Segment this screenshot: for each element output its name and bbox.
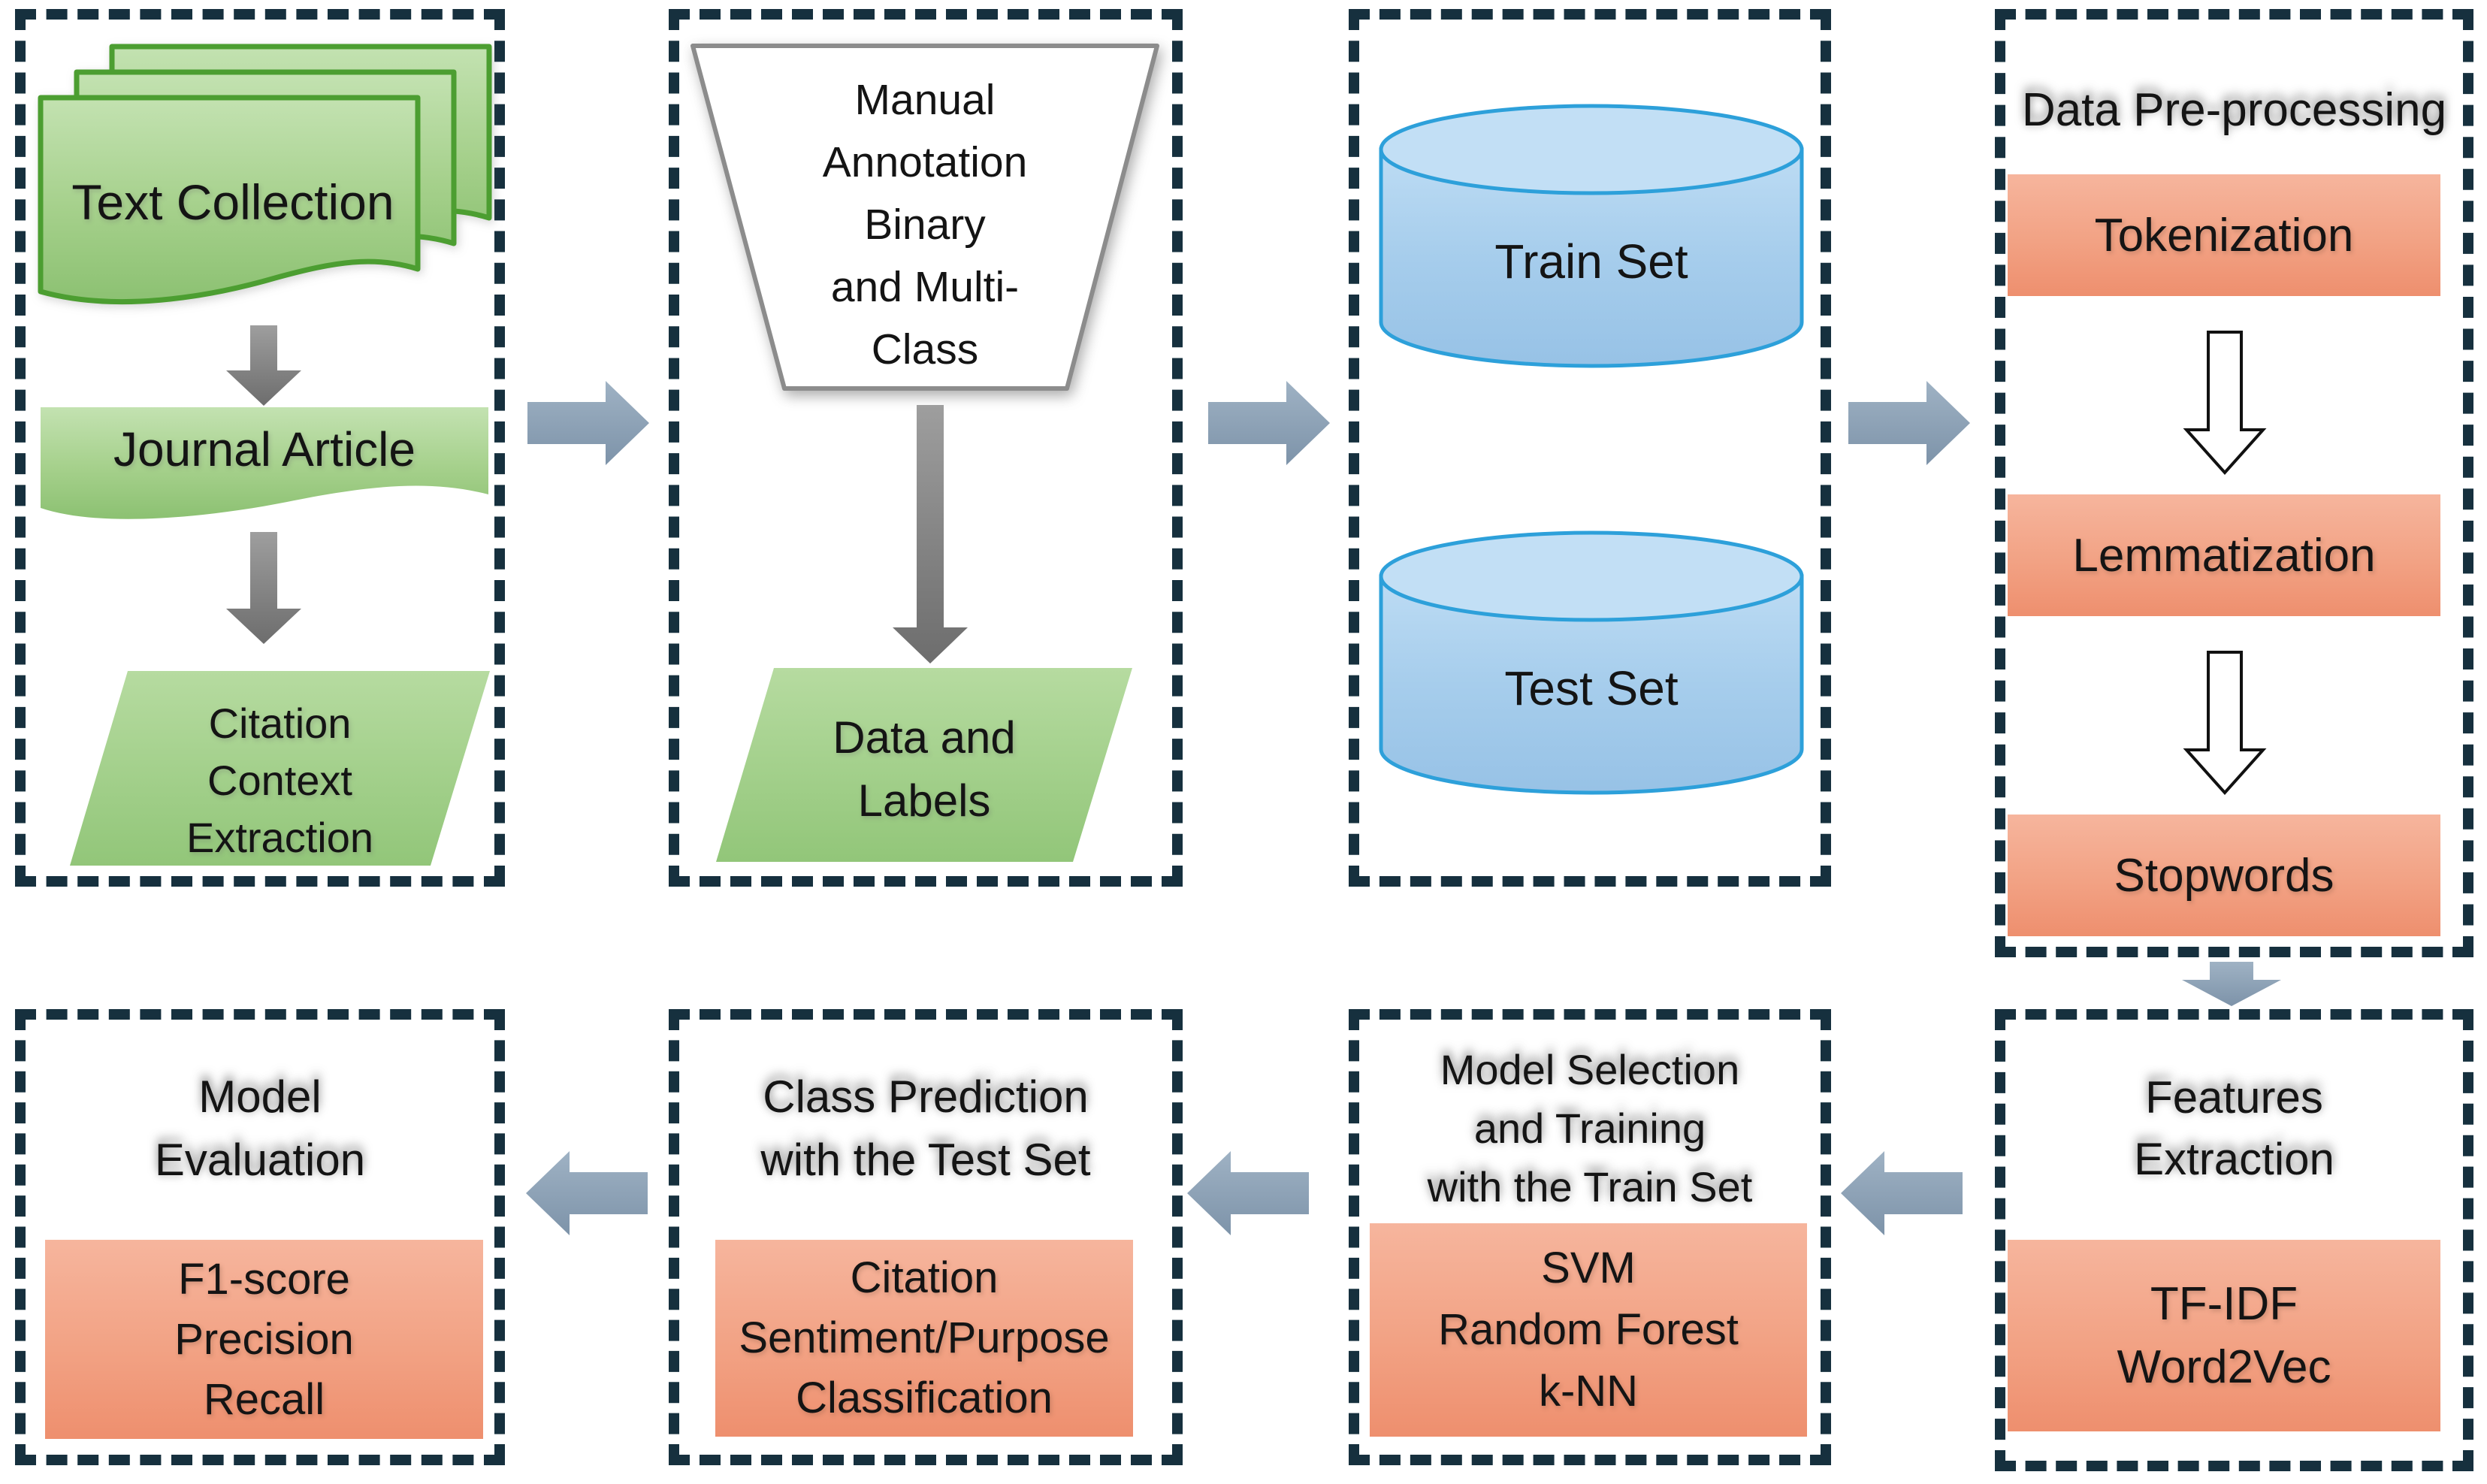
panel-model-evaluation <box>15 1009 505 1465</box>
data-labels-label: Data and Labels <box>833 712 1016 826</box>
flow-arrow-left-icon <box>526 1151 648 1235</box>
panel-model-training <box>1349 1009 1831 1465</box>
panel-text-collection <box>15 9 505 887</box>
annotation-funnel-label: Manual Annotation Binary and Multi- Clas… <box>822 76 1028 373</box>
classification-box: Citation Sentiment/Purpose Classificatio… <box>715 1240 1133 1437</box>
flow-arrow-right-icon <box>1848 381 1970 465</box>
preprocessing-title: Data Pre-processing <box>2021 84 2447 136</box>
tfidf-word2vec-box: TF-IDF Word2Vec <box>2008 1240 2440 1431</box>
stopwords-box: Stopwords <box>2008 815 2440 936</box>
data-labels-parallelogram <box>716 668 1132 862</box>
white-arrow-down-icon <box>2183 331 2267 475</box>
panel-preprocessing <box>1995 9 2473 957</box>
citation-extraction-label: Citation Context Extraction <box>186 700 373 861</box>
train-set-label: Train Set <box>1494 234 1688 289</box>
arrow-down-icon <box>893 405 968 663</box>
panel-class-prediction <box>669 1009 1183 1465</box>
arrow-down-icon <box>226 532 301 644</box>
metrics-box: F1-score Precision Recall <box>45 1240 483 1439</box>
flow-arrow-left-icon <box>1187 1151 1309 1235</box>
model-training-title: Model Selection and Training with the Tr… <box>1427 1046 1753 1210</box>
journal-article-shape <box>41 407 488 519</box>
text-collection-label: Text Collection <box>71 174 394 230</box>
flow-arrow-left-icon <box>1841 1151 1963 1235</box>
class-prediction-title: Class Prediction with the Test Set <box>760 1071 1091 1185</box>
citation-extraction-parallelogram <box>70 671 490 866</box>
panel-manual-annotation <box>669 9 1183 887</box>
test-set-label: Test Set <box>1504 661 1679 715</box>
arrow-down-icon <box>226 325 301 406</box>
document-stack-icon <box>38 44 492 305</box>
test-set-cylinder-icon <box>1379 530 1804 795</box>
white-arrow-down-icon <box>2183 651 2267 795</box>
models-box: SVM Random Forest k-NN <box>1370 1223 1807 1437</box>
lemmatization-box: Lemmatization <box>2008 494 2440 616</box>
flow-arrow-right-icon <box>1208 381 1330 465</box>
annotation-funnel-shape <box>690 44 1159 391</box>
flow-arrow-down-icon <box>2182 962 2281 1006</box>
journal-article-label: Journal Article <box>113 422 416 476</box>
features-extraction-title: Features Extraction <box>2134 1072 2334 1184</box>
flow-arrow-right-icon <box>527 381 649 465</box>
model-evaluation-title: Model Evaluation <box>154 1071 366 1185</box>
panel-datasets <box>1349 9 1831 887</box>
panel-features-extraction <box>1995 1009 2473 1471</box>
train-set-cylinder-icon <box>1379 104 1804 368</box>
tokenization-box: Tokenization <box>2008 174 2440 296</box>
